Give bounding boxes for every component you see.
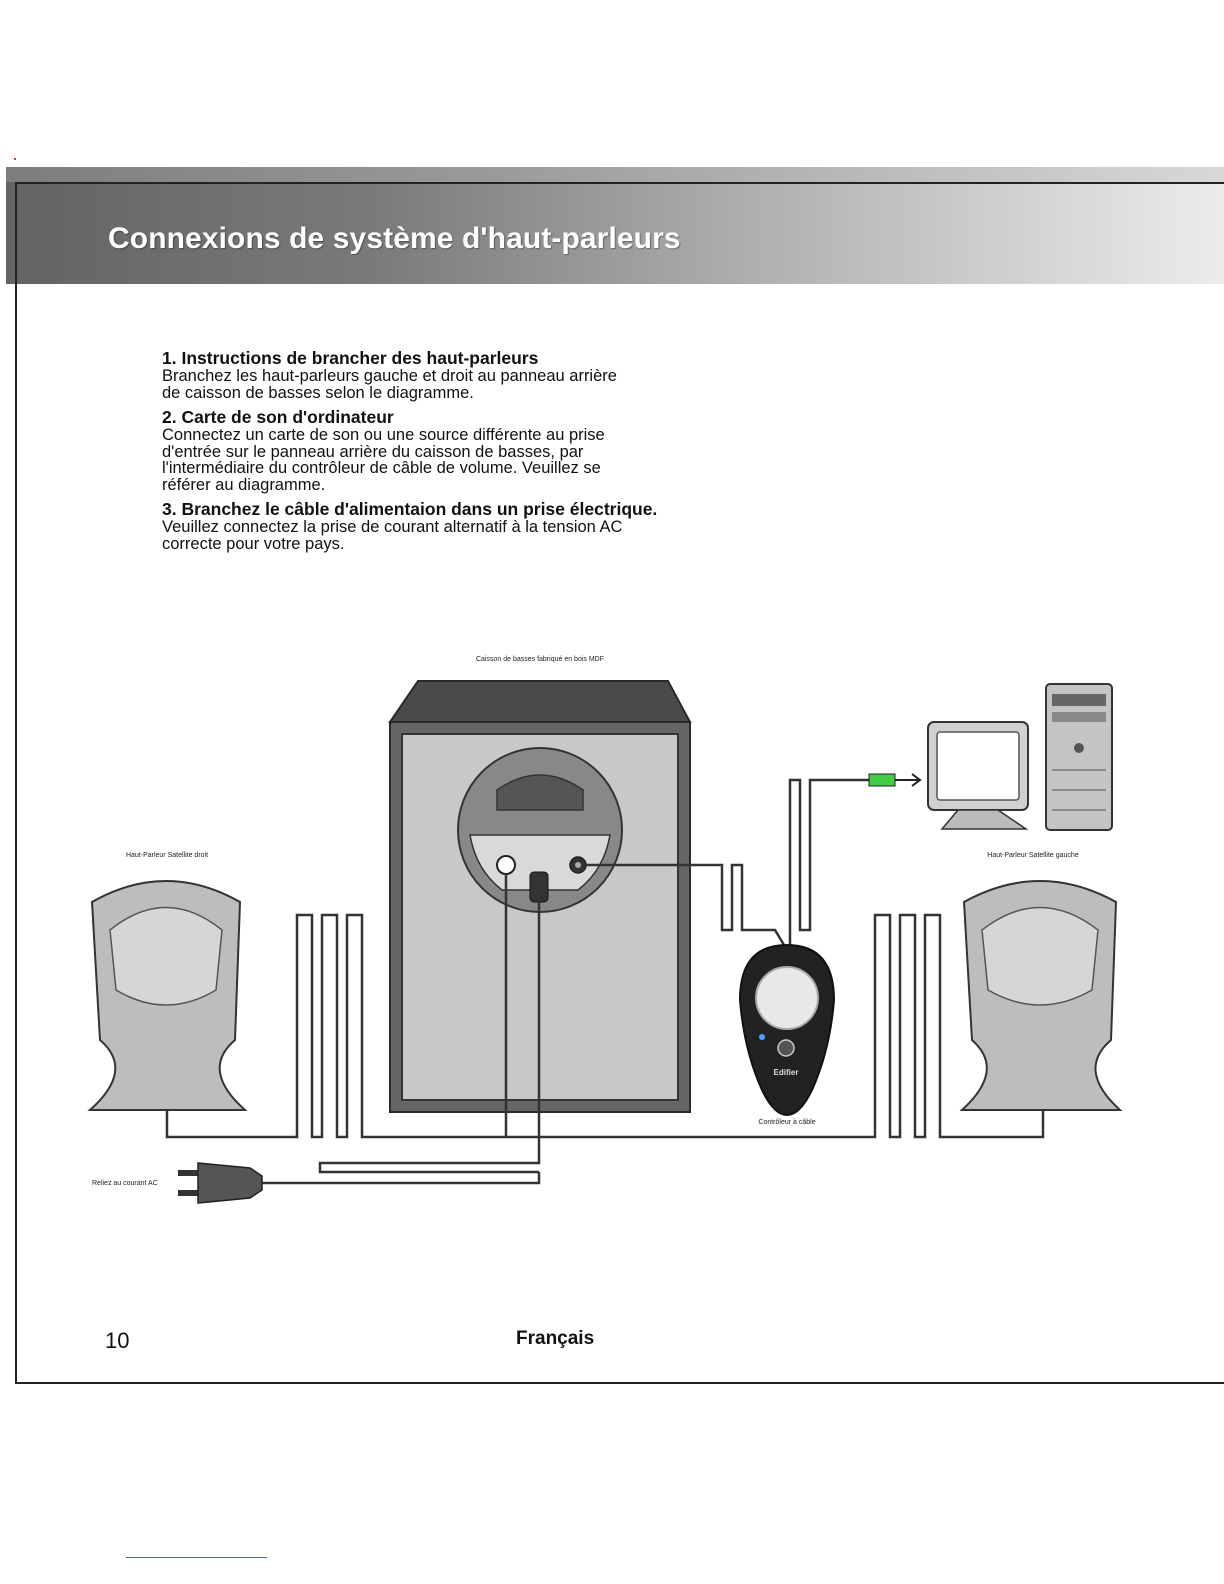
stray-mark [14, 158, 16, 160]
instruction-3-body: Veuillez connectez la prise de courant a… [162, 518, 623, 553]
instruction-2-heading: 2. Carte de son d'ordinateur [162, 407, 394, 427]
instructions: 1. Instructions de brancher des haut-par… [162, 348, 762, 558]
instruction-1-body: Branchez les haut-parleurs gauche et dro… [162, 367, 617, 402]
instruction-2-body: Connectez un carte de son ou une source … [162, 426, 605, 494]
page-title: Connexions de système d'haut-parleurs [108, 222, 681, 255]
left-satellite-label: Haut-Parleur Satellite gauche [987, 852, 1079, 859]
language-label: Français [516, 1328, 595, 1349]
page-frame [15, 182, 1224, 1384]
right-satellite-speaker [87, 880, 248, 1111]
instruction-1-heading: 1. Instructions de brancher des haut-par… [162, 348, 539, 368]
header-top-stripe [6, 167, 1224, 182]
plug-arrow [895, 773, 922, 787]
controller-brand: Edifier [774, 1068, 799, 1077]
header-band [6, 167, 1224, 284]
cables [165, 778, 1045, 1185]
page-number: 10 [105, 1328, 130, 1353]
bottom-rule [126, 1557, 267, 1558]
left-satellite-speaker [959, 880, 1123, 1111]
power-led [759, 1034, 765, 1040]
subwoofer-label: Caisson de basses fabriqué en bois MDF [476, 656, 604, 663]
audio-plug [868, 773, 896, 787]
ac-plug [178, 1162, 263, 1204]
cable-controller: Edifier [738, 943, 836, 1117]
computer [927, 683, 1113, 831]
instruction-3-heading: 3. Branchez le câble d'alimentaion dans … [162, 499, 658, 519]
headphone-jack [777, 1039, 795, 1057]
right-satellite-label: Haut-Parleur Satellite droit [126, 852, 208, 859]
ac-label: Reliez au courant AC [92, 1180, 158, 1187]
controller-label: Contrôleur à câble [758, 1119, 815, 1126]
volume-knob [755, 966, 819, 1030]
